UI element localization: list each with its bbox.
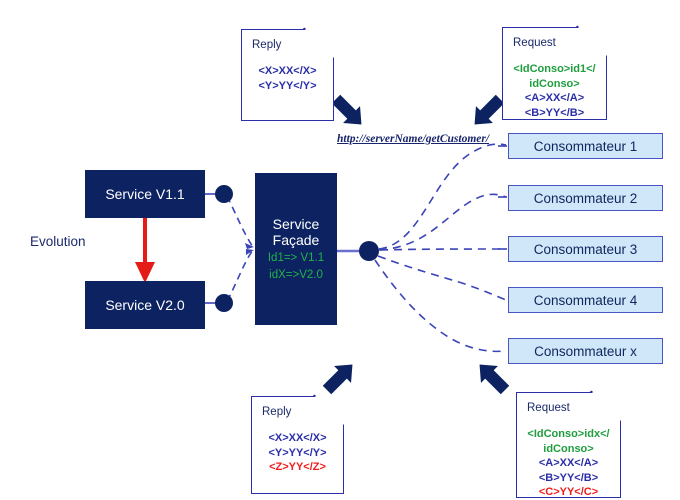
node-service-v20 xyxy=(215,294,233,312)
facade-mapping-line1: Id1=> V1.1 xyxy=(267,251,325,264)
note-fold-icon xyxy=(591,391,622,422)
service-v20-box[interactable]: Service V2.0 xyxy=(85,281,205,329)
consumer-label-x: Consommateur x xyxy=(534,343,637,359)
note-line: <B>YY</B> xyxy=(538,471,599,484)
note-line: idConso> xyxy=(529,77,580,90)
note-reply-top[interactable]: Reply <X>XX</X> <Y>YY</Y> xyxy=(241,28,335,121)
note-request-top-body: <IdConso>id1</ idConso> <A>XX</A><B>YY</B> xyxy=(503,62,606,120)
note-request-bottom-body: <IdConso>idx</ idConso> <A>XX</A><B>YY</B>… xyxy=(517,427,620,500)
connector-v20-to-facade xyxy=(226,249,254,302)
consumer-label-2: Consommateur 2 xyxy=(533,190,638,206)
connector-hub-to-consumer-1 xyxy=(378,143,507,250)
service-v11-box[interactable]: Service V1.1 xyxy=(85,170,205,218)
connector-hub-to-consumer-x xyxy=(374,259,507,353)
service-stub-lines xyxy=(205,193,216,304)
evolution-label: Evolution xyxy=(30,234,86,249)
consumer-label-1: Consommateur 1 xyxy=(533,138,638,154)
note-line: <Y>YY</Y> xyxy=(258,79,317,92)
note-line: <C>YY</C> xyxy=(538,486,599,499)
consumer-box-3[interactable]: Consommateur 3 xyxy=(508,236,663,262)
consumer-box-1[interactable]: Consommateur 1 xyxy=(508,133,663,159)
connector-hub-to-consumer-2 xyxy=(378,193,507,251)
note-line: <Y>YY</Y> xyxy=(268,446,327,459)
note-line: <A>XX</A> xyxy=(538,457,599,470)
note-request-bottom-title: Request xyxy=(527,402,570,414)
note-line: <IdConso>idx</ xyxy=(527,428,610,440)
node-service-v11 xyxy=(215,185,233,203)
consumer-inbound-ticks xyxy=(498,145,507,250)
note-line: <B>YY</B> xyxy=(524,106,585,119)
note-line: idConso> xyxy=(543,442,594,455)
service-facade-box[interactable]: Service Façade Id1=> V1.1 idX=>V2.0 xyxy=(255,173,337,325)
note-reply-top-body: <X>XX</X> <Y>YY</Y> xyxy=(242,64,333,93)
consumer-box-2[interactable]: Consommateur 2 xyxy=(508,185,663,211)
note-request-bottom[interactable]: Request <IdConso>idx</idConso><A>XX</A><… xyxy=(516,391,622,500)
note-fold-icon xyxy=(304,28,335,59)
consumer-label-4: Consommateur 4 xyxy=(533,292,638,308)
note-reply-bottom[interactable]: Reply <X>XX</X> <Y>YY</Y> <Z>YY</Z> xyxy=(251,395,345,494)
consumer-box-4[interactable]: Consommateur 4 xyxy=(508,287,663,313)
facade-title-line1: Service xyxy=(272,215,320,232)
note-reply-bottom-body: <X>XX</X> <Y>YY</Y> <Z>YY</Z> xyxy=(252,431,343,475)
facade-title-line2: Façade xyxy=(272,232,320,249)
service-v20-label: Service V2.0 xyxy=(105,296,185,313)
connector-hub-to-consumer-3 xyxy=(379,248,507,251)
note-request-top-title: Request xyxy=(513,37,556,49)
note-line: <A>XX</A> xyxy=(524,92,585,105)
note-line: <X>XX</X> xyxy=(258,65,317,77)
evolution-arrow xyxy=(135,218,155,283)
note-fold-icon xyxy=(577,26,608,57)
connector-v11-to-facade xyxy=(226,195,254,248)
connector-hub-to-consumer-4 xyxy=(377,255,507,301)
service-v11-label: Service V1.1 xyxy=(105,185,185,202)
note-request-top[interactable]: Request <IdConso>id1</ idConso> <A>XX</A><… xyxy=(502,26,608,120)
note-fold-icon xyxy=(314,395,345,426)
consumer-label-3: Consommateur 3 xyxy=(533,241,638,257)
note-line: <X>XX</X> xyxy=(268,432,327,444)
note-reply-top-title: Reply xyxy=(252,39,282,51)
note-reply-bottom-title: Reply xyxy=(262,406,292,418)
facade-inbound-arrowheads xyxy=(245,243,254,255)
consumer-box-x[interactable]: Consommateur x xyxy=(508,338,663,364)
note-line: <IdConso>id1</ xyxy=(513,63,596,75)
facade-mapping-line2: idX=>V2.0 xyxy=(269,268,323,281)
endpoint-url-label[interactable]: http://serverName/getCustomer/ xyxy=(337,133,490,145)
note-line: <Z>YY</Z> xyxy=(269,461,326,474)
node-facade-hub xyxy=(359,241,379,261)
reply-bottom-arrow xyxy=(322,364,353,395)
